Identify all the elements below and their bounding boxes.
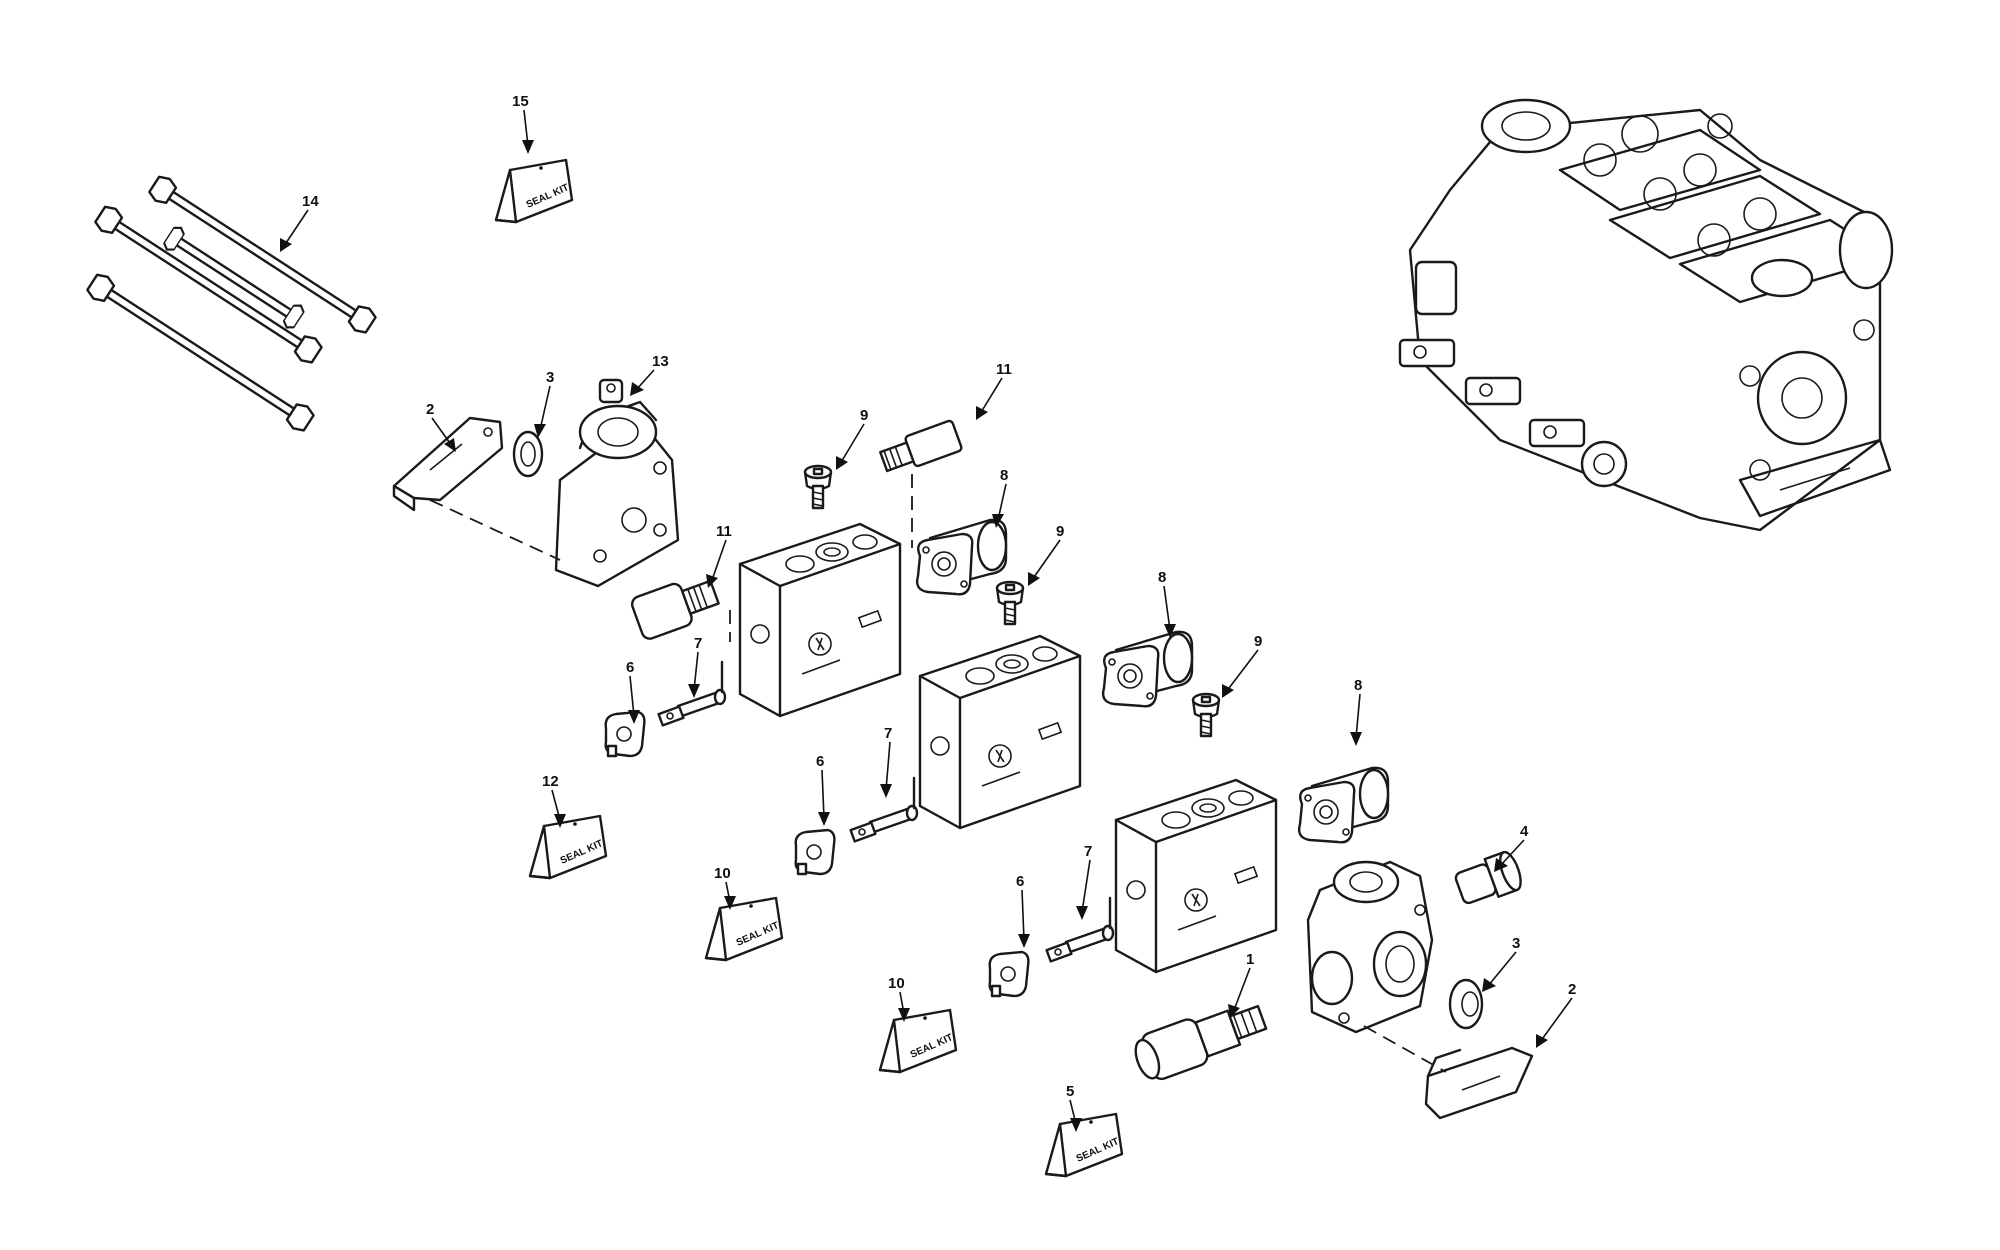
mounting-bracket-left (392, 416, 504, 512)
valve-section-3 (1114, 778, 1278, 974)
valve-section-1 (738, 522, 902, 718)
cap-8-section-1 (917, 520, 1006, 595)
tie-rod-3 (83, 270, 317, 435)
screw-9-section-1 (803, 464, 833, 510)
callout-2: 2 (1568, 981, 1576, 998)
screw-9-section-3 (1191, 692, 1221, 738)
relief-valve-1 (1134, 1004, 1268, 1081)
inlet-end-cover-left (554, 400, 680, 588)
flange-6-section-3 (988, 950, 1030, 998)
callout-9: 9 (1056, 523, 1064, 540)
callout-5: 5 (1066, 1083, 1074, 1100)
assembled-valve-view (1398, 98, 1894, 532)
callout-11: 11 (716, 523, 732, 540)
cap-8-section-3 (1299, 768, 1388, 843)
screw-9-section-2 (995, 580, 1025, 626)
callout-8: 8 (1158, 569, 1166, 586)
callout-6: 6 (626, 659, 634, 676)
callout-3: 3 (546, 369, 554, 386)
spool-7-section-1 (657, 660, 727, 727)
callout-8: 8 (1354, 677, 1362, 694)
callout-7: 7 (1084, 843, 1092, 860)
callout-2: 2 (426, 401, 434, 418)
ring-3-right (1448, 978, 1484, 1030)
callout-numbers: 15 14 13 3 2 11 9 8 11 7 6 9 8 12 7 6 9 … (302, 93, 1576, 1100)
fitting-4 (1454, 850, 1522, 905)
cap-8-section-2 (1103, 632, 1192, 707)
callout-8: 8 (1000, 467, 1008, 484)
plug-13 (598, 378, 624, 404)
callout-4: 4 (1520, 823, 1529, 840)
callout-7: 7 (884, 725, 892, 742)
callout-3: 3 (1512, 935, 1520, 952)
tie-rod-1 (145, 172, 379, 337)
callout-6: 6 (816, 753, 824, 770)
relief-cartridge-11-lower (630, 579, 720, 640)
relief-cartridge-11-upper (879, 419, 963, 473)
outlet-end-cover-right (1306, 860, 1434, 1034)
flange-6-section-1 (604, 710, 646, 758)
leader-lines (280, 109, 1573, 1132)
callout-14: 14 (302, 193, 319, 210)
callout-9: 9 (1254, 633, 1262, 650)
callout-12: 12 (542, 773, 559, 790)
callout-6: 6 (1016, 873, 1024, 890)
callout-10: 10 (888, 975, 905, 992)
valve-section-2 (918, 634, 1082, 830)
tie-rod-2 (91, 202, 325, 367)
assembly-line (429, 499, 561, 561)
callout-10: 10 (714, 865, 731, 882)
assembly-line (1363, 1025, 1447, 1073)
mounting-bracket-right (1424, 1046, 1534, 1120)
flange-6-section-2 (794, 828, 836, 876)
callout-11: 11 (996, 361, 1012, 378)
callout-15: 15 (512, 93, 529, 110)
callout-9: 9 (860, 407, 868, 424)
callout-7: 7 (694, 635, 702, 652)
callout-13: 13 (652, 353, 669, 370)
callout-1: 1 (1246, 951, 1254, 968)
ring-3-left (512, 430, 544, 478)
